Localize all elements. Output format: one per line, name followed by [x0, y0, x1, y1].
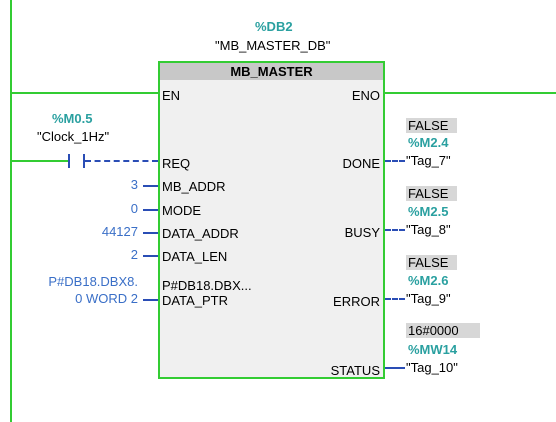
status-wire — [385, 367, 405, 369]
data-len-value[interactable]: 2 — [130, 247, 138, 262]
done-address[interactable]: %M2.4 — [408, 135, 449, 150]
en-wire — [12, 92, 158, 94]
data-ptr-line — [143, 299, 158, 301]
error-wire — [385, 298, 405, 300]
data-ptr-value-line1[interactable]: P#DB18.DBX8. — [48, 274, 138, 289]
contact-left-bar[interactable] — [68, 154, 70, 168]
error-address[interactable]: %M2.6 — [408, 273, 449, 288]
data-ptr-value-line2[interactable]: 0 WORD 2 — [75, 291, 138, 306]
eno-wire — [385, 92, 556, 94]
busy-address[interactable]: %M2.5 — [408, 204, 449, 219]
mode-value[interactable]: 0 — [130, 201, 138, 216]
instance-db-name[interactable]: "MB_MASTER_DB" — [215, 38, 331, 53]
error-monitor-value: FALSE — [406, 255, 457, 270]
left-power-rail — [10, 0, 12, 422]
pin-busy: BUSY — [344, 225, 380, 240]
data-addr-line — [143, 232, 158, 234]
done-tag[interactable]: "Tag_7" — [406, 153, 451, 168]
mb-addr-value[interactable]: 3 — [130, 177, 138, 192]
pin-data-ptr: DATA_PTR — [162, 293, 228, 308]
status-tag[interactable]: "Tag_10" — [406, 360, 458, 375]
req-rail-wire — [12, 160, 68, 162]
mb-master-block[interactable]: MB_MASTER EN REQ MB_ADDR MODE DATA_ADDR … — [158, 61, 385, 379]
busy-tag[interactable]: "Tag_8" — [406, 222, 451, 237]
pin-data-len: DATA_LEN — [162, 249, 228, 264]
instance-db-address[interactable]: %DB2 — [255, 19, 293, 34]
busy-monitor-value: FALSE — [406, 186, 457, 201]
data-len-line — [143, 255, 158, 257]
pin-data-addr: DATA_ADDR — [162, 226, 239, 241]
data-ptr-preview: P#DB18.DBX... — [162, 278, 252, 293]
pin-eno: ENO — [351, 88, 380, 103]
error-tag[interactable]: "Tag_9" — [406, 291, 451, 306]
busy-wire — [385, 229, 405, 231]
pin-en: EN — [162, 88, 181, 103]
data-addr-value[interactable]: 44127 — [101, 224, 138, 239]
done-wire — [385, 160, 405, 162]
block-title: MB_MASTER — [160, 63, 383, 80]
pin-req: REQ — [162, 156, 191, 171]
contact-right-bar[interactable] — [83, 154, 85, 168]
status-monitor-value: 16#0000 — [406, 323, 480, 338]
mb-addr-line — [143, 185, 158, 187]
pin-error: ERROR — [333, 294, 380, 309]
pin-mb-addr: MB_ADDR — [162, 179, 226, 194]
contact-tag[interactable]: "Clock_1Hz" — [37, 129, 110, 144]
pin-status: STATUS — [330, 363, 380, 378]
pin-done: DONE — [342, 156, 380, 171]
pin-mode: MODE — [162, 203, 201, 218]
mode-line — [143, 209, 158, 211]
status-address[interactable]: %MW14 — [408, 342, 458, 357]
contact-address[interactable]: %M0.5 — [52, 111, 93, 126]
done-monitor-value: FALSE — [406, 118, 457, 133]
req-wire — [85, 160, 158, 162]
